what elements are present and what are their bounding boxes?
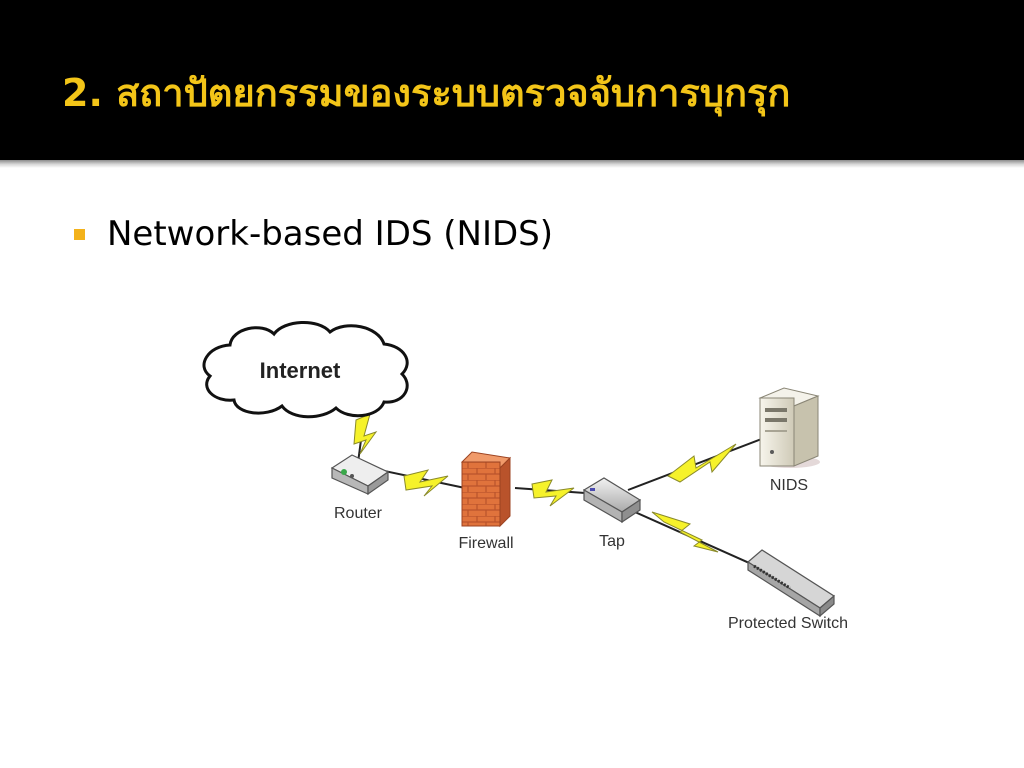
tap-label: Tap	[599, 533, 625, 550]
lightning-bolt-icon	[651, 511, 719, 553]
lightning-bolt-icon	[403, 469, 449, 497]
firewall-label: Firewall	[458, 535, 513, 552]
switch-label: Protected Switch	[728, 615, 848, 632]
router-icon	[330, 454, 390, 496]
tap-device-icon	[582, 477, 642, 524]
router-label: Router	[334, 505, 383, 522]
lightning-bolt-icon	[531, 479, 575, 507]
slide-title: 2. สถาปัตยกรรมของระบบตรวจจับการบุกรุก	[62, 71, 791, 115]
bullet-text: Network-based IDS (NIDS)	[107, 214, 554, 254]
switch-icon	[746, 549, 836, 618]
link-firewall-tap	[514, 487, 586, 494]
title-divider	[0, 160, 1024, 168]
lightning-bolt-icon	[667, 443, 737, 483]
nids-label: NIDS	[770, 477, 808, 494]
internet-cloud-icon: Internet	[202, 320, 409, 419]
firewall-brick-icon	[460, 451, 512, 528]
internet-label: Internet	[260, 358, 341, 383]
title-bar: 2. สถาปัตยกรรมของระบบตรวจจับการบุกรุก	[0, 0, 1024, 160]
lightning-bolt-icon	[353, 413, 378, 455]
bullet-square-icon	[74, 228, 85, 240]
nids-server-icon	[758, 387, 820, 468]
link-tap-nids	[627, 431, 781, 491]
bullet-item: Network-based IDS (NIDS)	[74, 208, 553, 260]
